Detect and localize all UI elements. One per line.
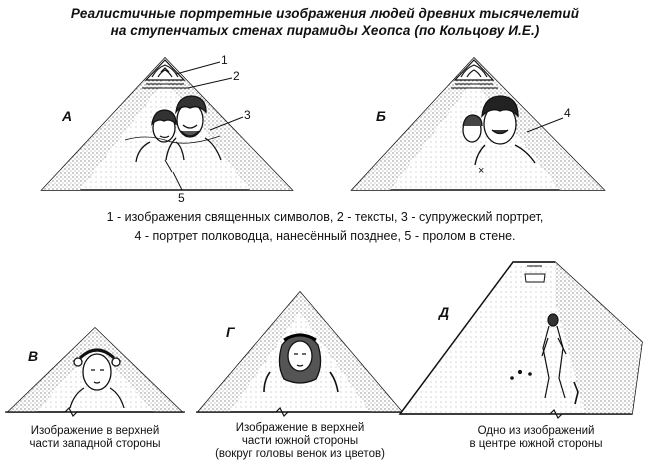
panel-label-g: Г xyxy=(226,324,235,340)
caption-v: Изображение в верхней части западной сто… xyxy=(0,425,190,451)
caption-g-line3: (вокруг головы венок из цветов) xyxy=(215,448,385,460)
commander-portrait-b: × xyxy=(462,95,536,177)
callout-line-4 xyxy=(526,117,564,133)
caption-v-line2: части западной стороны xyxy=(29,438,161,450)
callout-line-2 xyxy=(187,77,233,89)
callout-number-1: 1 xyxy=(221,53,228,67)
figure-title-line1: Реалистичные портретные изображения люде… xyxy=(70,6,580,21)
couple-portrait-a xyxy=(124,95,222,163)
portrait-v xyxy=(69,348,125,409)
callout-line-3 xyxy=(209,116,244,131)
sacred-symbols-b xyxy=(451,59,498,89)
pyramid-b: × xyxy=(350,56,606,191)
callout-line-5 xyxy=(172,171,183,191)
callout-number-4: 4 xyxy=(564,106,571,120)
caption-g-line2: части южной стороны xyxy=(241,435,359,447)
portrait-g xyxy=(263,333,339,393)
caption-d-line1: Одно из изображений xyxy=(477,425,595,437)
panel-label-a: А xyxy=(62,108,73,124)
panel-label-v: В xyxy=(28,348,39,364)
callout-number-2: 2 xyxy=(233,69,240,83)
svg-text:×: × xyxy=(478,165,484,177)
callout-line-1 xyxy=(175,61,221,75)
pyramid-d xyxy=(398,261,643,420)
figure-title-line2: на ступенчатых стенах пирамиды Хеопса (п… xyxy=(110,23,540,38)
sacred-symbols-a xyxy=(142,59,189,89)
pyramid-v xyxy=(5,326,185,418)
pyramid-a xyxy=(40,56,294,191)
caption-g: Изображение в верхней части южной сторон… xyxy=(200,422,400,461)
callout-number-5: 5 xyxy=(178,191,185,205)
pyramid-g xyxy=(196,290,404,418)
caption-v-line1: Изображение в верхней xyxy=(30,425,160,437)
breach-marker-a xyxy=(164,159,173,173)
caption-d-line2: в центре южной стороны xyxy=(469,438,603,450)
caption-d: Одно из изображений в центре южной сторо… xyxy=(436,425,636,451)
caption-g-line1: Изображение в верхней xyxy=(235,422,365,434)
panel-label-b: Б xyxy=(376,108,386,124)
panel-label-d: Д xyxy=(439,304,450,320)
figure-d xyxy=(510,313,579,405)
legend-line1: 1 - изображения священных символов, 2 - … xyxy=(106,210,544,224)
callout-number-3: 3 xyxy=(244,108,251,122)
legend-line2: 4 - портрет полководца, нанесённый поздн… xyxy=(134,229,516,243)
